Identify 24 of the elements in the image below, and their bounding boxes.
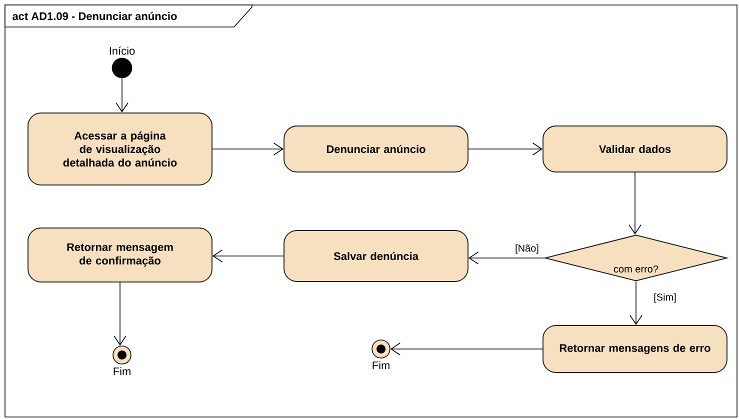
action-box: Validar dados [542,126,728,172]
end-node [112,346,132,364]
frame-title: act AD1.09 - Denunciar anúncio [4,4,252,28]
guard-label: [Não] [514,243,540,255]
action-box: Salvar denúncia [284,230,468,282]
action-box: Denunciar anúncio [284,126,468,172]
node-caption: Início [110,46,135,55]
arrow [630,281,642,325]
arrow [628,172,642,234]
arrow [212,142,284,156]
arrow [116,78,128,112]
node-caption: Fim [114,367,130,376]
action-box: Acessar a página de visualização detalhada do anúncio [28,112,212,186]
arrow [468,252,545,264]
arrow [212,250,284,262]
guard-label: [Sim] [652,292,678,304]
action-box: Retornar mensagem de confirmação [28,228,212,282]
arrow [390,342,543,356]
node-caption: Fim [372,361,390,370]
arrow [114,282,126,346]
end-node [372,340,390,358]
start-node [112,58,132,78]
action-box: Retornar mensagens de erro [542,325,728,373]
arrow [468,142,542,156]
